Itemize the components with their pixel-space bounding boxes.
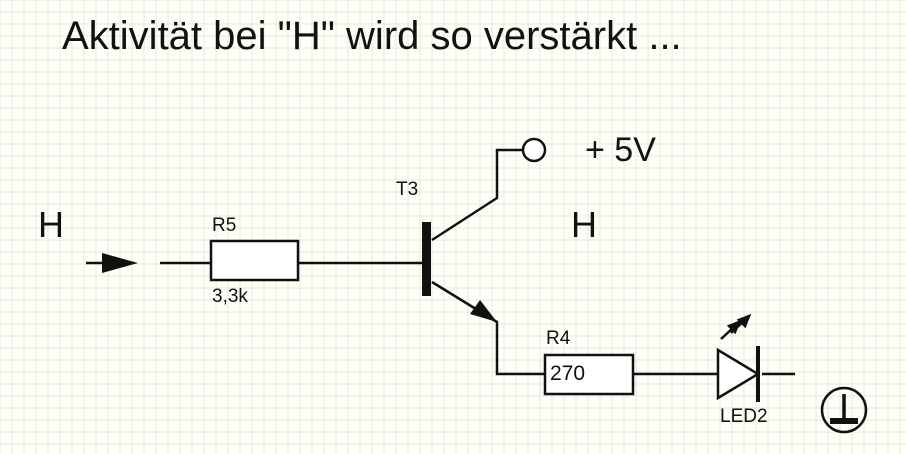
led2-name-label: LED2 — [720, 406, 768, 427]
wire-emitter — [431, 280, 545, 376]
resistor-r4 — [543, 353, 635, 396]
ground-icon — [820, 386, 868, 434]
input-level-label: H — [38, 204, 64, 245]
light-emission-icon — [720, 313, 752, 340]
t3-name-label: T3 — [396, 179, 419, 200]
r4-value-label: 270 — [550, 362, 586, 385]
wires — [160, 148, 795, 376]
supply-voltage-label: + 5V — [585, 131, 656, 169]
transistor-base-bar — [422, 222, 431, 296]
led2-diode — [716, 346, 761, 402]
arrow-right-icon — [86, 253, 138, 273]
page-title: Aktivität bei "H" wird so verstärkt ... — [62, 14, 682, 58]
output-level-label: H — [571, 204, 597, 245]
resistor-r5 — [209, 239, 300, 282]
wire-collector — [431, 148, 522, 242]
r4-name-label: R4 — [546, 328, 571, 349]
emitter-arrow — [470, 300, 497, 322]
supply-terminal — [521, 137, 547, 163]
r5-value-label: 3,3k — [212, 286, 248, 307]
r5-name-label: R5 — [212, 215, 237, 236]
transistor-t3 — [422, 222, 497, 322]
